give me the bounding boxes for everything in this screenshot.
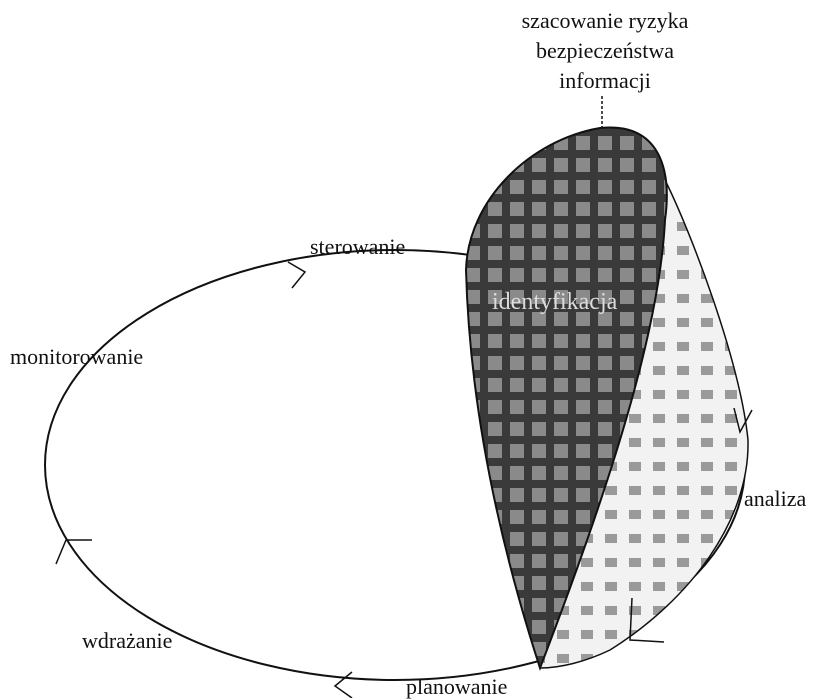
- label-monitorowanie: monitorowanie: [10, 346, 143, 368]
- title-line-2: bezpieczeństwa: [470, 36, 740, 66]
- label-analiza: analiza: [744, 488, 806, 510]
- label-identyfikacja: identyfikacja: [492, 290, 617, 314]
- arrow-bottom-icon: [335, 672, 352, 698]
- diagram-title: szacowanie ryzyka bezpieczeństwa informa…: [470, 6, 740, 96]
- label-wdrazanie: wdrażanie: [82, 630, 172, 652]
- title-line-3: informacji: [470, 66, 740, 96]
- label-sterowanie: sterowanie: [310, 236, 405, 258]
- label-planowanie: planowanie: [406, 676, 507, 698]
- arrow-top-icon: [288, 262, 305, 288]
- title-line-1: szacowanie ryzyka: [470, 6, 740, 36]
